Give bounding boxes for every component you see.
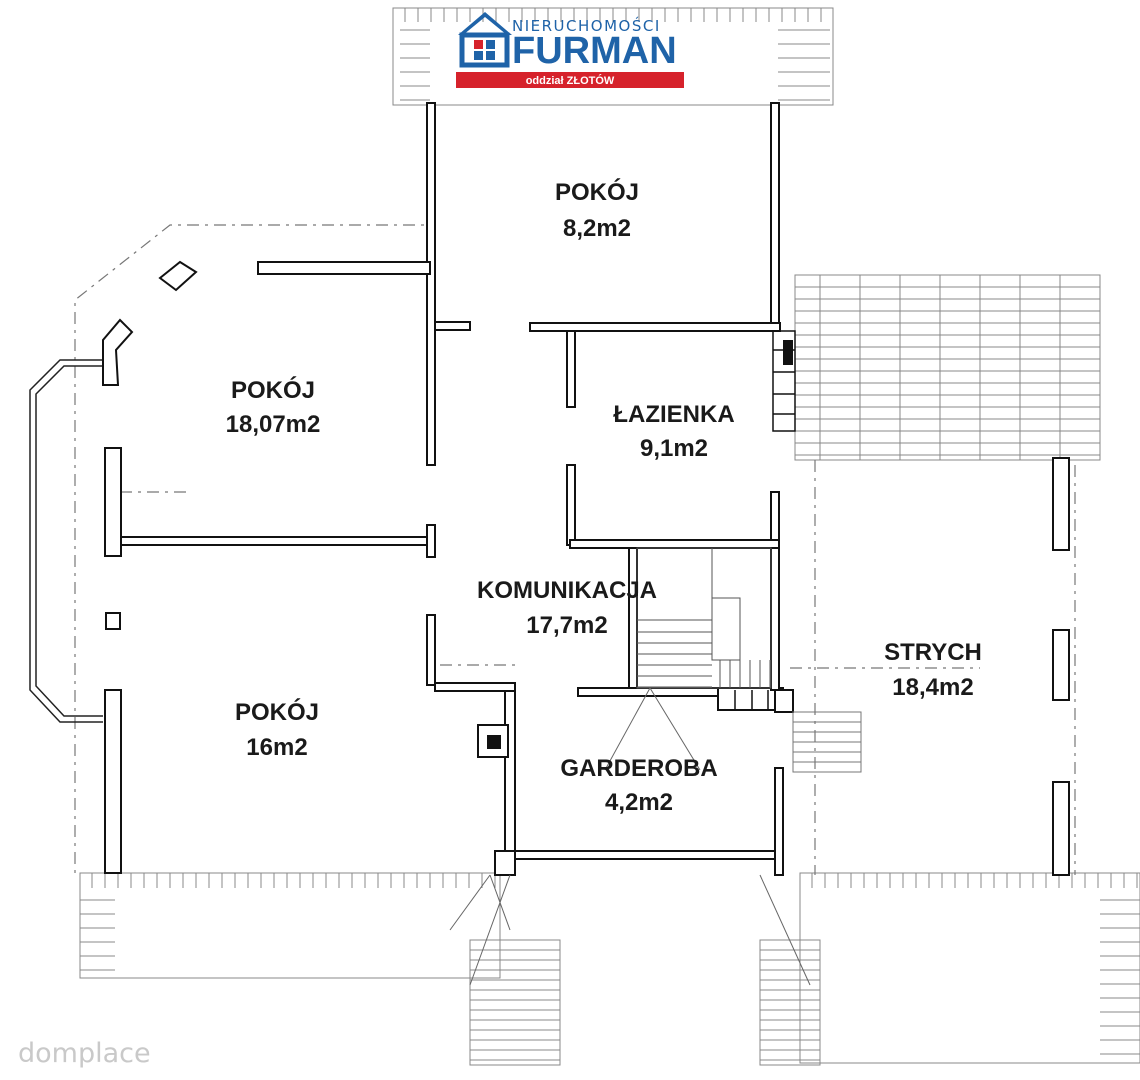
room-label-area: 4,2m2 xyxy=(605,789,673,816)
logo-branch-text: oddział ZŁOTÓW xyxy=(526,74,615,87)
chimney-angled xyxy=(102,260,198,386)
watermark-text: domplace xyxy=(18,1038,151,1069)
house-icon xyxy=(459,32,510,68)
bay-window xyxy=(29,359,103,723)
room-label-area: 17,7m2 xyxy=(526,612,607,639)
room-label-name: STRYCH xyxy=(884,639,982,666)
logo-top-text: NIERUCHOMOŚCI xyxy=(512,16,661,35)
room-label-name: KOMUNIKACJA xyxy=(477,577,657,604)
logo-brand-text: FURMAN xyxy=(512,30,677,72)
room-labels: POKÓJ 8,2m2 POKÓJ 18,07m2 ŁAZIENKA 9,1m2… xyxy=(226,178,982,816)
room-label-area: 16m2 xyxy=(246,734,307,761)
shaft-grid-lower xyxy=(734,690,769,710)
door-swings xyxy=(449,687,811,986)
room-label-area: 18,07m2 xyxy=(226,411,321,438)
room-label-name: GARDEROBA xyxy=(560,755,717,782)
room-label-area: 18,4m2 xyxy=(892,674,973,701)
staircase xyxy=(636,547,772,689)
roof-hatching-top xyxy=(392,7,834,106)
logo-branch-bar xyxy=(456,72,684,88)
roof-hatching-bottom xyxy=(79,872,1140,1066)
room-label-area: 9,1m2 xyxy=(640,435,708,462)
roof-hatching-right xyxy=(794,274,1101,461)
room-label-name: POKÓJ xyxy=(231,376,315,404)
room-label-area: 8,2m2 xyxy=(563,215,631,242)
room-label-name: POKÓJ xyxy=(235,698,319,726)
house-roof-icon xyxy=(458,12,512,35)
walls xyxy=(104,102,1070,876)
room-label-name: POKÓJ xyxy=(555,178,639,206)
company-logo: NIERUCHOMOŚCI FURMAN oddział ZŁOTÓW xyxy=(456,12,684,88)
shaft-grid-upper xyxy=(772,330,796,432)
outdoor-steps xyxy=(792,711,862,773)
vent-fill xyxy=(783,340,793,365)
room-label-name: ŁAZIENKA xyxy=(613,401,734,428)
chimney-fill xyxy=(487,735,501,749)
